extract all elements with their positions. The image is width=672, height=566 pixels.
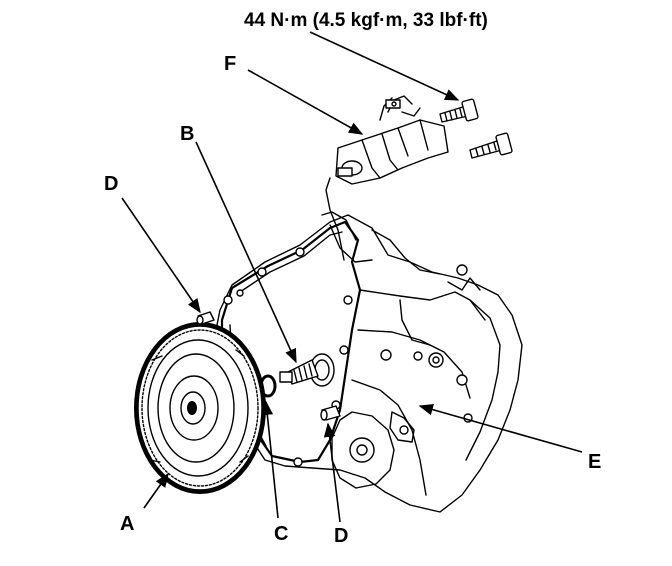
starter-bolt-upper xyxy=(439,98,479,123)
arrow-e xyxy=(418,403,583,453)
callout-d-top: D xyxy=(104,173,118,195)
dowel-pin-upper xyxy=(196,311,215,325)
arrow-torque xyxy=(309,31,460,101)
callout-d-bottom: D xyxy=(334,525,348,547)
callout-e: E xyxy=(588,451,601,473)
torque-spec-label: 44 N·m (4.5 kgf·m, 33 lbf·ft) xyxy=(244,10,488,31)
arrow-a xyxy=(143,472,169,509)
transmission-housing xyxy=(213,211,523,513)
arrow-b xyxy=(195,141,297,364)
arrow-f xyxy=(247,69,364,135)
arrow-c xyxy=(261,400,279,519)
callout-c: C xyxy=(274,523,288,545)
arrow-d-bottom xyxy=(323,422,341,523)
starter-motor xyxy=(325,95,449,261)
input-shaft-seal xyxy=(279,353,335,387)
callout-b: B xyxy=(180,123,194,145)
dowel-pin-lower xyxy=(320,405,341,421)
arrow-d-top xyxy=(121,197,201,314)
callout-a: A xyxy=(120,513,134,535)
torque-converter xyxy=(134,322,266,494)
starter-bolt-lower xyxy=(469,132,513,159)
callout-f: F xyxy=(224,53,236,75)
o-ring xyxy=(259,374,277,398)
